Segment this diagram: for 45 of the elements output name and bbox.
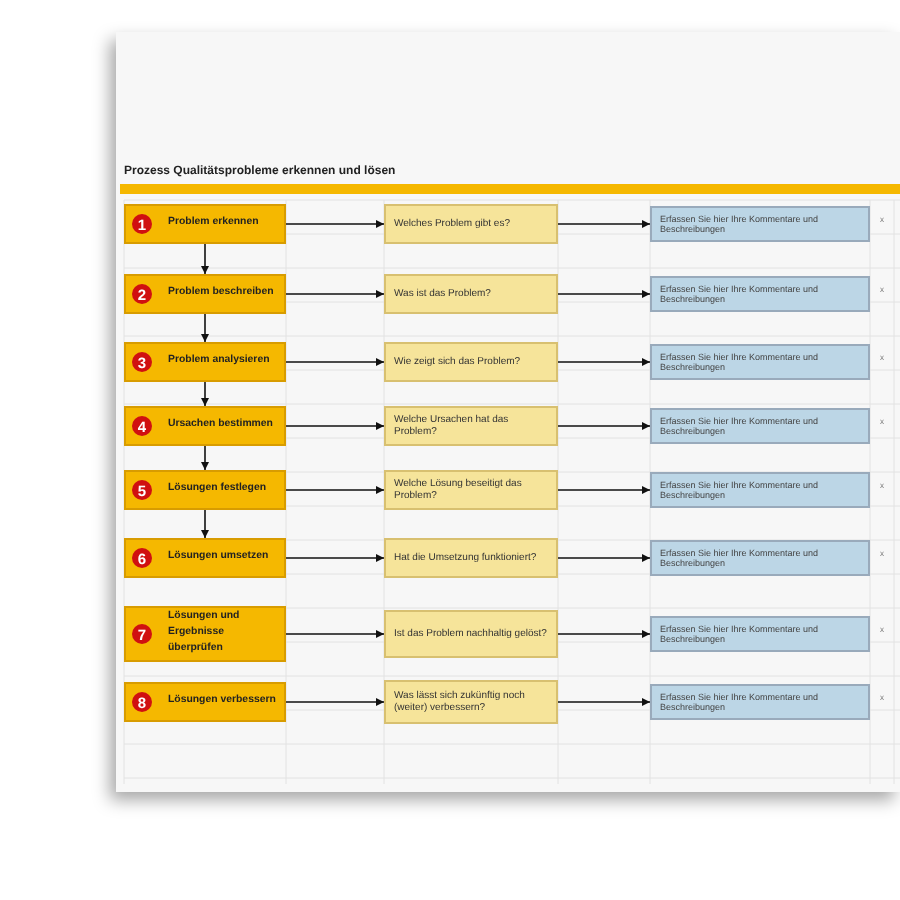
comment-box	[650, 684, 870, 720]
arrow	[557, 220, 651, 228]
process-step-box	[124, 606, 286, 662]
process-step-box	[124, 342, 286, 382]
process-step-box	[124, 406, 286, 446]
arrow	[201, 445, 209, 471]
comment-box	[650, 206, 870, 242]
question-box	[384, 538, 558, 578]
process-step-box	[124, 204, 286, 244]
arrow	[201, 509, 209, 539]
process-step-box	[124, 470, 286, 510]
arrow	[201, 313, 209, 343]
arrow	[557, 630, 651, 638]
arrow	[285, 290, 385, 298]
arrow	[557, 358, 651, 366]
arrow	[285, 358, 385, 366]
comment-box	[650, 344, 870, 380]
arrow	[557, 698, 651, 706]
question-box	[384, 470, 558, 510]
process-step-box	[124, 274, 286, 314]
arrow	[285, 630, 385, 638]
comment-box	[650, 276, 870, 312]
arrow	[285, 554, 385, 562]
process-step-box	[124, 538, 286, 578]
process-step-box	[124, 682, 286, 722]
comment-box	[650, 616, 870, 652]
arrow	[285, 422, 385, 430]
arrow	[557, 290, 651, 298]
comment-box	[650, 540, 870, 576]
arrow	[285, 486, 385, 494]
arrow	[201, 381, 209, 407]
question-box	[384, 204, 558, 244]
arrow	[285, 220, 385, 228]
arrow	[557, 422, 651, 430]
arrow	[557, 486, 651, 494]
question-box	[384, 680, 558, 724]
arrow	[557, 554, 651, 562]
question-box	[384, 274, 558, 314]
arrow	[285, 698, 385, 706]
question-box	[384, 342, 558, 382]
comment-box	[650, 472, 870, 508]
arrow	[201, 243, 209, 275]
question-box	[384, 610, 558, 658]
question-box	[384, 406, 558, 446]
comment-box	[650, 408, 870, 444]
